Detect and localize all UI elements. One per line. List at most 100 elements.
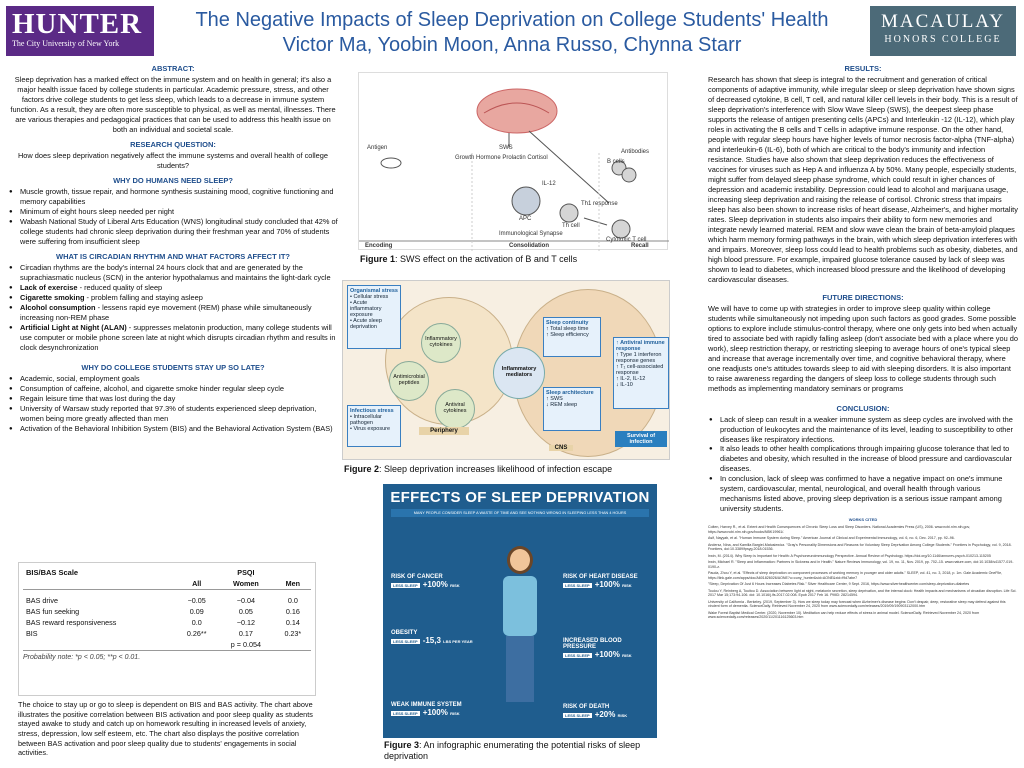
reference-item: "Sleep, Deprivation Of Just 6 Hours Incr… (708, 582, 970, 587)
abstract-heading: ABSTRACT: (151, 64, 195, 73)
fig1-label-antibodies: Antibodies (621, 149, 650, 155)
fig3-tile-immune: WEAK IMMUNE SYSTEM LESS SLEEP+100% RISK (391, 702, 481, 717)
right-column: RESULTS: Research has shown that sleep i… (708, 64, 1018, 622)
fig3-subtitle: MANY PEOPLE CONSIDER SLEEP A WASTE OF TI… (391, 509, 649, 517)
figure-2-caption: Figure 2: Sleep deprivation increases li… (344, 464, 613, 474)
fig2-survival: Survival of infection (615, 431, 667, 447)
list-item: Wabash National Study of Liberal Arts Ed… (8, 217, 338, 247)
reference-item: Wake Forest Baptist Medical Center. (202… (708, 610, 980, 620)
tile-title: OBESITY (391, 630, 418, 636)
conclusion-list: Lack of sleep can result in a weaker imm… (708, 415, 1018, 515)
fig2-inflammatory-mediators: Inflammatory mediators (493, 347, 545, 399)
left-column: ABSTRACT: Sleep deprivation has a marked… (8, 64, 338, 434)
fig3-tile-obesity: OBESITY LESS SLEEP-15,3 LBS PER YEAR (391, 630, 481, 645)
tile-value: LESS SLEEP+100% RISK (563, 650, 632, 659)
fig1-label-il12: IL-12 (542, 181, 556, 187)
fig2-organismal-stress: Organismal stress • Cellular stress• Acu… (347, 285, 401, 349)
tile-value: LESS SLEEP+100% RISK (563, 580, 632, 589)
reference-item: University of California - Berkeley. (20… (708, 599, 1006, 609)
future-text: We will have to come up with strategies … (708, 303, 1018, 393)
table-p-value: p = 0.054 (230, 640, 261, 649)
authors: Victor Ma, Yoobin Moon, Anna Russo, Chyn… (282, 34, 742, 56)
circadian-list: Circadian rhythms are the body's interna… (8, 263, 338, 353)
why-sleep-heading: WHY DO HUMANS NEED SLEEP? (113, 175, 233, 185)
fig2-antiviral-cytokines: Antiviral cytokines (435, 389, 475, 429)
person-head-icon (507, 546, 533, 574)
hunter-logo-subtext: The City University of New York (12, 39, 120, 48)
figure-3: EFFECTS OF SLEEP DEPRIVATION MANY PEOPLE… (383, 484, 657, 738)
fig1-label-th: Th cell (562, 223, 580, 229)
macaulay-logo-subtext: HONORS COLLEGE (884, 34, 1002, 45)
stay-up-heading: WHY DO COLLEGE STUDENTS STAY UP SO LATE? (81, 362, 265, 372)
fig1-label-ctc: Cytotoxic T cell (606, 237, 647, 243)
table-group-header: PSQI (237, 568, 255, 577)
list-item: Cigarette smoking - problem falling and … (8, 293, 338, 303)
fig1-label-hormones: Growth Hormone Prolactin Cortisol (455, 155, 548, 161)
list-item: Consumption of caffeine, alcohol, and ci… (8, 384, 338, 394)
list-item: Lack of sleep can result in a weaker imm… (708, 415, 1018, 445)
research-heading: RESEARCH QUESTION: (130, 139, 216, 149)
table-header: All (192, 579, 202, 588)
reference-item: Asif, Nayyab, et al. "Human Immune Syste… (708, 536, 955, 541)
reference-item: Toulou Y, Reinberg A, Touitou D. Associa… (708, 588, 1017, 598)
fig1-label-consolidation: Consolidation (509, 243, 549, 249)
list-item: Artificial Light at Night (ALAN) - suppr… (8, 323, 338, 353)
fig2-sleep-continuity: Sleep continuity ↑ Total sleep time↑ Sle… (543, 317, 601, 357)
tile-title: RISK OF DEATH (563, 704, 610, 710)
list-item: Regain leisure time that was lost during… (8, 394, 338, 404)
reference-item: Pauda, Zhou Y, et al. "Effects of sleep … (708, 571, 1003, 580)
figure-1-caption: Figure 1: SWS effect on the activation o… (360, 254, 578, 264)
list-item: In conclusion, lack of sleep was confirm… (708, 474, 1018, 514)
fig3-tile-blood-pressure: INCREASED BLOOD PRESSURE LESS SLEEP+100%… (563, 638, 653, 659)
list-item: Academic, social, employment goals (8, 374, 338, 384)
macaulay-logo: MACAULAY HONORS COLLEGE (870, 6, 1016, 56)
fig2-inflammatory-cytokines: Inflammatory cytokines (421, 323, 461, 363)
list-item: Activation of the Behavioral Inhibition … (8, 424, 338, 434)
macaulay-logo-text: MACAULAY (880, 11, 1006, 32)
fig1-label-sws: SWS (499, 145, 513, 151)
list-item: Minimum of eight hours sleep needed per … (8, 207, 338, 217)
works-cited-heading: WORKS CITED (848, 517, 878, 523)
fig1-label-recall: Recall (631, 243, 649, 249)
results-heading: RESULTS: (844, 64, 882, 73)
fig3-tile-cancer: RISK OF CANCER LESS SLEEP+100% RISK (391, 574, 481, 589)
tile-title: WEAK IMMUNE SYSTEM (391, 702, 462, 708)
abstract-text: Sleep deprivation has a marked effect on… (10, 75, 336, 134)
hunter-logo: HUNTER The City University of New York (6, 6, 154, 56)
poster-title: The Negative Impacts of Sleep Deprivatio… (160, 8, 864, 58)
tile-value: LESS SLEEP+100% RISK (391, 580, 460, 589)
fig1-label-bcells: B cells (607, 159, 625, 165)
person-legs-icon (506, 636, 534, 702)
figure-3-caption: Figure 3: An infographic enumerating the… (384, 740, 641, 761)
table-header: Women (232, 579, 259, 588)
fig2-periphery-label: Periphery (419, 427, 469, 435)
figure-1-diagram (359, 88, 669, 251)
table-header: BIS/BAS Scale (26, 568, 79, 577)
list-item: Alcohol consumption - lessens rapid eye … (8, 303, 338, 323)
fig1-label-synapse: Immunological Synapse (499, 231, 563, 237)
fig1-label-th1: Th1 response (581, 201, 618, 207)
fig3-person (493, 546, 547, 726)
list-item: Circadian rhythms are the body's interna… (8, 263, 338, 283)
future-heading: FUTURE DIRECTIONS: (822, 292, 904, 302)
fig3-tile-heart: RISK OF HEART DISEASE LESS SLEEP+100% RI… (563, 574, 653, 589)
reference-item: Irwin, M. (2014). Why Sleep is Important… (708, 553, 991, 558)
tile-value: LESS SLEEP+20% RISK (563, 710, 628, 719)
fig2-cns-label: CNS (549, 445, 573, 451)
circadian-heading: WHAT IS CIRCADIAN RHYTHM AND WHAT FACTOR… (55, 251, 290, 261)
fig1-label-apc: APC (519, 216, 532, 222)
conclusion-heading: CONCLUSION: (836, 403, 890, 413)
person-body-icon (503, 576, 537, 636)
research-text: How does sleep deprivation negatively af… (17, 150, 329, 170)
why-sleep-list: Muscle growth, tissue repair, and hormon… (8, 187, 338, 247)
fig1-label-encoding: Encoding (365, 243, 393, 249)
works-cited-list: Colten, Harvey R., et al. Extent and Hea… (708, 525, 1018, 619)
list-item: Muscle growth, tissue repair, and hormon… (8, 187, 338, 207)
figure-1: Antigen SWS Growth Hormone Prolactin Cor… (358, 72, 669, 251)
tile-value: LESS SLEEP-15,3 LBS PER YEAR (391, 636, 473, 645)
fig2-infectious-stress: Infectious stress • Intracellular pathog… (347, 405, 401, 447)
bis-bas-table: BIS/BAS Scale PSQI All Women Men BAS dri… (18, 562, 316, 696)
